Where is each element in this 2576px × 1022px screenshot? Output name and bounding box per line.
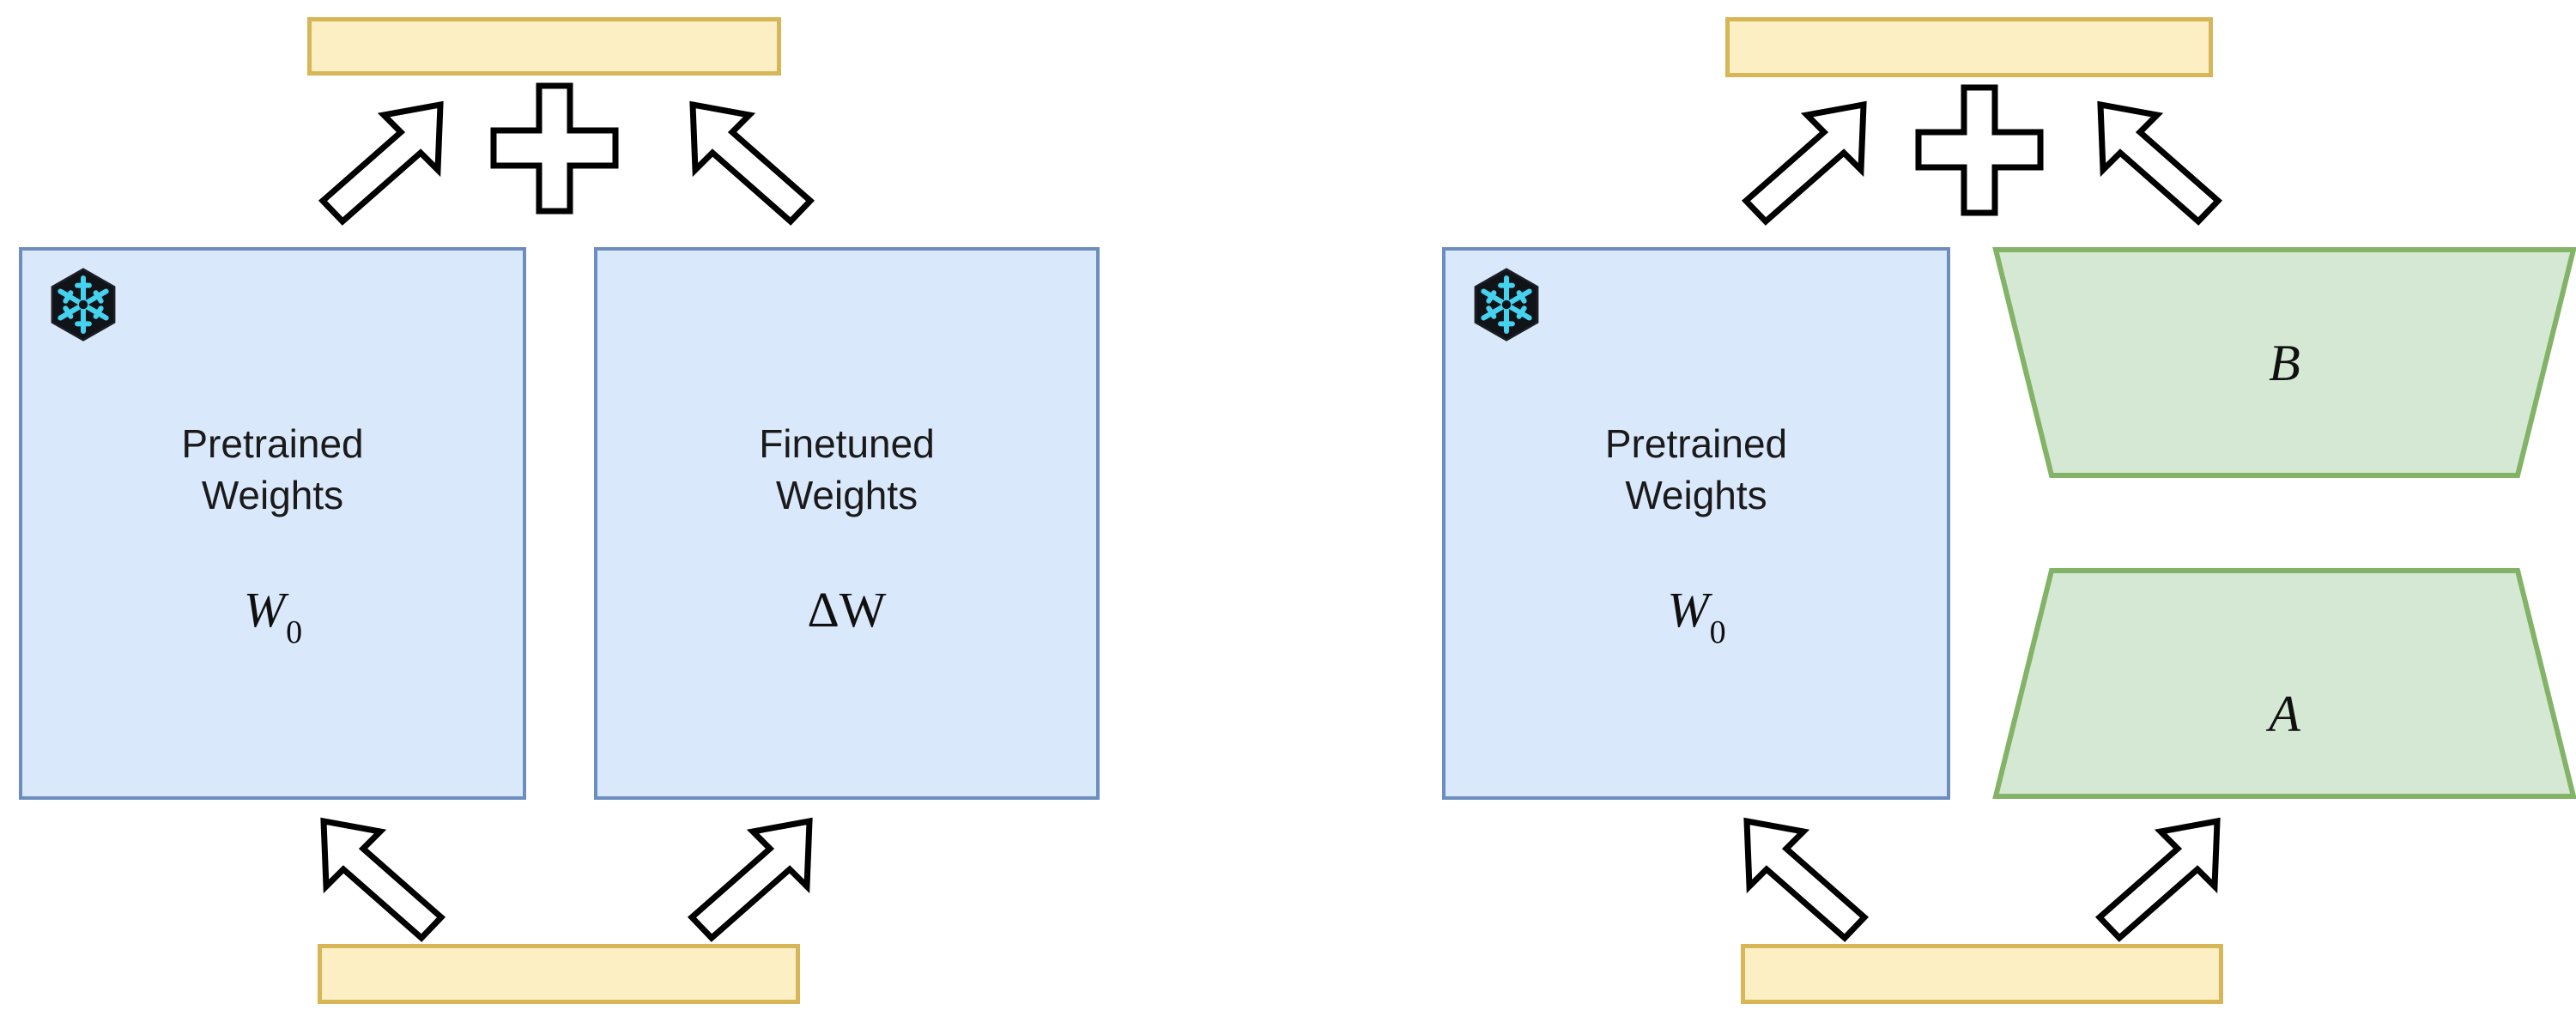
block-pretrained-weights-left: Pretrained Weights W0 bbox=[19, 247, 526, 800]
input-bar-left bbox=[318, 944, 800, 1004]
snowflake-icon bbox=[1470, 268, 1543, 342]
arrow-finetuned-to-output-left bbox=[687, 100, 815, 226]
block-lora-b: B bbox=[1992, 247, 2576, 479]
plus-operator-left bbox=[490, 82, 619, 215]
arrow-pretrained-to-output-right bbox=[1741, 100, 1870, 226]
arrow-input-to-finetuned bbox=[687, 817, 815, 942]
arrow-input-to-lora bbox=[2094, 817, 2223, 942]
block-math-pretrained-left: W0 bbox=[22, 582, 523, 649]
block-label-pretrained-left: Pretrained Weights bbox=[181, 421, 364, 517]
panel-lora: Pretrained Weights W0 B A bbox=[1416, 0, 2576, 1022]
arrow-input-to-pretrained-left bbox=[318, 817, 446, 942]
math-symbol-w: W bbox=[243, 582, 286, 638]
output-bar-left bbox=[307, 17, 781, 76]
block-pretrained-weights-right: Pretrained Weights W0 bbox=[1442, 247, 1950, 800]
block-label-pretrained-right: Pretrained Weights bbox=[1604, 421, 1788, 517]
math-symbol-w: W bbox=[1667, 582, 1709, 638]
block-lora-a: A bbox=[1992, 568, 2576, 800]
math-symbol-delta-w: ΔW bbox=[807, 582, 887, 638]
block-math-finetuned: ΔW bbox=[597, 585, 1096, 635]
block-label-finetuned: Finetuned Weights bbox=[759, 421, 935, 517]
math-subscript-zero: 0 bbox=[286, 614, 303, 650]
panel-full-finetuning: Pretrained Weights W0 Finetuned Weights … bbox=[0, 0, 1202, 1022]
math-subscript-zero: 0 bbox=[1709, 614, 1726, 650]
input-bar-right bbox=[1741, 944, 2223, 1004]
arrow-input-to-pretrained-right bbox=[1741, 817, 1870, 942]
block-math-lora-b: B bbox=[2269, 335, 2300, 391]
output-bar-right bbox=[1725, 17, 2213, 77]
plus-operator-right bbox=[1915, 84, 2044, 216]
block-finetuned-weights: Finetuned Weights ΔW bbox=[594, 247, 1100, 800]
block-math-lora-a: A bbox=[2269, 686, 2300, 742]
arrow-lora-to-output bbox=[2094, 100, 2223, 226]
arrow-pretrained-to-output-left bbox=[318, 100, 446, 226]
snowflake-icon bbox=[46, 268, 120, 342]
block-math-pretrained-right: W0 bbox=[1446, 582, 1947, 649]
